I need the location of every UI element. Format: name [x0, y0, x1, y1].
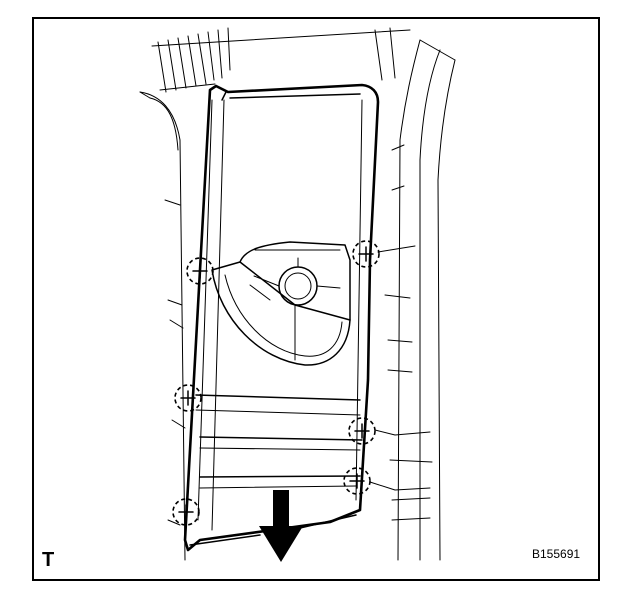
clip-marker [348, 417, 431, 445]
speaker-housing [211, 241, 351, 366]
clip-marker [352, 240, 416, 268]
figure-frame [32, 17, 600, 581]
down-arrow-icon [259, 490, 303, 562]
clip-marker [186, 257, 214, 285]
clip-marker [172, 498, 200, 526]
clip-markers [172, 240, 431, 526]
figure-code: B155691 [532, 547, 580, 561]
clip-marker [174, 384, 202, 412]
corner-label: T [42, 549, 54, 571]
pillar-trim-panel [183, 83, 380, 552]
vehicle-pillar-structure [139, 27, 456, 561]
clip-marker [343, 467, 431, 495]
